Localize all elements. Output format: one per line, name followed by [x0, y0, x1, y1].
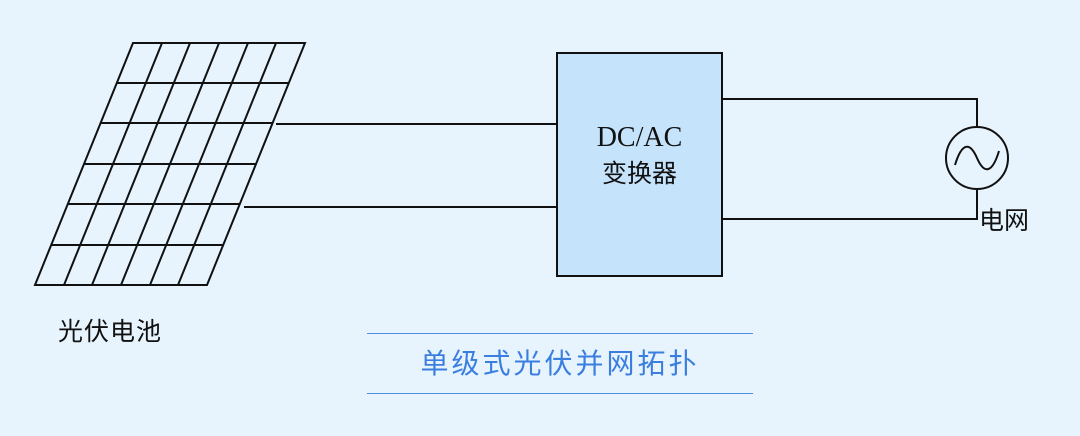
solar-panel	[33, 42, 307, 286]
caption: 单级式光伏并网拓扑	[420, 347, 700, 380]
converter-label-line2: 变换器	[601, 159, 677, 188]
caption-top-rule	[367, 333, 753, 334]
solar-panel-column-line	[120, 42, 220, 286]
converter-label-line1: DC/AC	[596, 122, 683, 153]
sine-wave-in-circle-icon	[945, 126, 1009, 190]
solar-panel-column-line	[63, 42, 163, 286]
solar-panel-column-line	[149, 42, 249, 286]
grid-label: 电网	[979, 206, 1030, 235]
solar-panel-column-line	[177, 42, 277, 286]
sine-wave	[954, 145, 1000, 171]
converter-box	[556, 52, 723, 277]
ac-upper-wire	[722, 98, 978, 127]
pv-panel-label: 光伏电池	[58, 317, 163, 346]
solar-panel-column-line	[91, 42, 191, 286]
caption-bottom-rule	[367, 393, 753, 394]
converter-label: DC/AC 变换器	[557, 120, 722, 192]
ac-lower-wire	[722, 190, 978, 220]
